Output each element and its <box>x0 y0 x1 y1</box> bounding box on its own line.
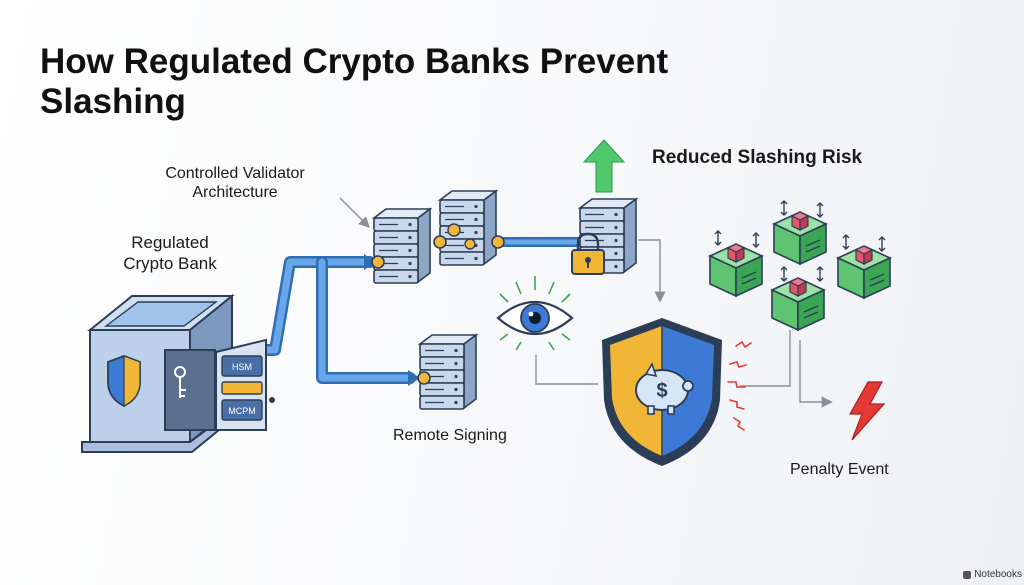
validator-cube <box>771 277 825 331</box>
vault-icon: HSM MCPM <box>81 293 275 453</box>
piggy-bank-icon: $ <box>635 362 694 415</box>
validator-network <box>709 200 891 331</box>
brand-watermark: Notebooks <box>963 569 1022 580</box>
label-controlled-validator: Controlled Validator Architecture <box>165 165 305 201</box>
page-title: How Regulated Crypto Banks Prevent Slash… <box>40 42 669 121</box>
validator-server-2 <box>440 191 496 265</box>
label-remote-signing: Remote Signing <box>393 427 507 444</box>
validator-cube <box>773 211 827 265</box>
label-penalty-event: Penalty Event <box>790 461 889 478</box>
impact-marks <box>727 340 752 431</box>
brand-text: Notebooks <box>974 569 1022 580</box>
shield-icon <box>107 355 141 408</box>
arrow-up-icon <box>582 139 626 193</box>
connector-lines <box>339 197 833 408</box>
validator-server-1 <box>374 209 430 283</box>
vault-panel-hsm: HSM <box>232 362 252 372</box>
svg-text:$: $ <box>656 380 667 402</box>
eye-icon <box>496 276 574 351</box>
vault-panel-mcpm: MCPM <box>228 406 256 416</box>
key-icon <box>174 366 186 398</box>
label-reduced-slashing-risk: Reduced Slashing Risk <box>652 147 863 168</box>
lightning-icon <box>848 381 886 441</box>
remote-signing-server <box>420 335 476 409</box>
validator-cube <box>837 245 891 299</box>
label-regulated-bank: Regulated Crypto Bank <box>123 233 217 273</box>
validator-cube <box>709 243 763 297</box>
protection-shield: $ <box>602 318 722 466</box>
brand-logo-icon <box>963 570 972 579</box>
padlock-icon <box>571 232 605 275</box>
